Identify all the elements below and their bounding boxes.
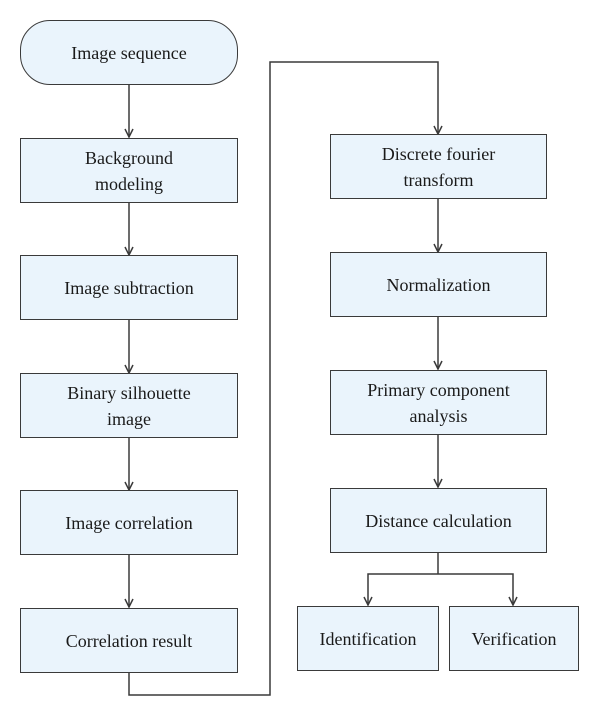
node-image-subtraction: Image subtraction [20,255,238,320]
node-identification: Identification [297,606,439,671]
node-background-modeling: Background modeling [20,138,238,203]
node-normalization: Normalization [330,252,547,317]
node-distance-calculation: Distance calculation [330,488,547,553]
node-verification: Verification [449,606,579,671]
node-image-correlation: Image correlation [20,490,238,555]
node-discrete-fourier-transform: Discrete fourier transform [330,134,547,199]
node-correlation-result: Correlation result [20,608,238,673]
node-binary-silhouette-image: Binary silhouette image [20,373,238,438]
node-image-sequence: Image sequence [20,20,238,85]
connector-result-to-dft [128,61,438,696]
arrow-to-verification [438,573,513,605]
node-primary-component-analysis: Primary component analysis [330,370,547,435]
arrow-to-identification [368,573,438,605]
